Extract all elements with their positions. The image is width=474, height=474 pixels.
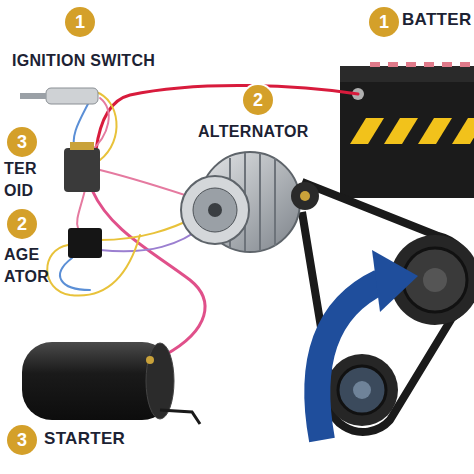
callout-number: 1 — [369, 7, 399, 37]
starter-motor — [22, 342, 200, 424]
battery-part — [406, 62, 416, 67]
pulleys-part — [326, 354, 398, 426]
pulleys-part — [338, 366, 386, 414]
wires — [47, 85, 358, 355]
starter-motor-part — [146, 343, 174, 419]
part-name: BATTER — [402, 10, 471, 30]
callout-number: 1 — [65, 7, 95, 37]
wires-part — [60, 258, 90, 290]
alternator — [181, 152, 319, 252]
alternator-part — [259, 153, 261, 251]
alternator-part — [208, 203, 222, 217]
wires-part — [96, 85, 358, 150]
starter-solenoid — [64, 142, 100, 192]
part-name: STARTER — [44, 429, 125, 449]
battery-part — [370, 62, 380, 67]
ignition-switch-part — [46, 88, 98, 104]
battery-part — [442, 62, 452, 67]
callout-number: 2 — [243, 85, 273, 115]
callout-number: 2 — [7, 209, 37, 239]
part-name: TER OID — [4, 158, 46, 202]
battery-part — [424, 62, 434, 67]
part-name: IGNITION SWITCH — [12, 52, 155, 70]
alternator-part — [193, 188, 237, 232]
starter-solenoid-part — [70, 142, 94, 150]
battery-part-part — [350, 118, 384, 144]
alternator-part — [300, 191, 310, 201]
part-name: AGE ATOR — [4, 244, 56, 288]
battery-part — [340, 80, 474, 198]
voltage-regulator — [68, 228, 102, 258]
battery — [340, 62, 474, 198]
part-name: ALTERNATOR — [198, 123, 309, 141]
starter-solenoid-part — [64, 148, 100, 192]
battery-part — [460, 62, 470, 67]
battery-part-part — [452, 118, 474, 144]
rotation-arrow-part — [317, 282, 380, 440]
battery-part — [340, 118, 474, 144]
wires-part — [77, 190, 85, 228]
pulleys-part — [353, 381, 371, 399]
ignition-switch — [20, 88, 98, 104]
alternator-part — [291, 182, 319, 210]
alternator-part — [181, 176, 249, 244]
battery-part-part — [384, 118, 418, 144]
starter-motor-part — [160, 410, 200, 424]
rotation-arrow-part — [372, 250, 418, 312]
battery-part — [388, 62, 398, 67]
starter-motor-part — [146, 356, 154, 364]
callout-number: 3 — [7, 425, 37, 455]
voltage-regulator-part — [68, 228, 102, 258]
rotation-arrow — [317, 250, 418, 440]
pulleys — [326, 235, 474, 426]
battery-part-part — [418, 118, 452, 144]
battery-part-part — [340, 118, 474, 144]
battery-part — [340, 66, 474, 82]
pulleys-part — [423, 268, 447, 292]
alternator-part — [274, 158, 276, 246]
callout-number: 3 — [7, 127, 37, 157]
ignition-switch-part — [20, 93, 46, 99]
